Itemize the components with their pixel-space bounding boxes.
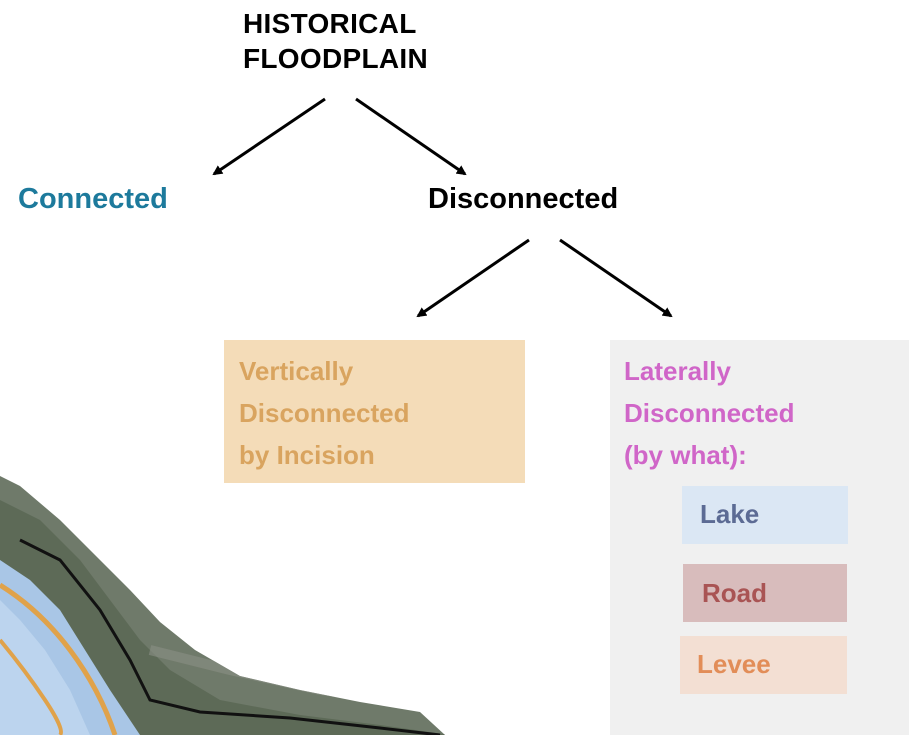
arrow-to-vertical <box>416 238 530 318</box>
node-disconnected: Disconnected <box>428 183 619 215</box>
cause-levee: Levee <box>680 636 847 694</box>
vertical-disconnected-box: Vertically Disconnected by Incision <box>224 340 525 483</box>
root-title: HISTORICAL FLOODPLAIN <box>243 8 428 74</box>
lateral-disconnected-label: Laterally Disconnected (by what): <box>624 356 795 470</box>
cause-road: Road <box>683 564 847 622</box>
vertical-disconnected-label: Vertically Disconnected by Incision <box>239 356 410 470</box>
arrow-to-disconnected <box>355 97 467 176</box>
arrow-to-connected <box>212 97 326 176</box>
lateral-disconnected-box: Laterally Disconnected (by what): Lake R… <box>610 340 909 735</box>
node-connected: Connected <box>18 183 168 215</box>
cause-lake: Lake <box>682 486 848 544</box>
arrow-to-lateral <box>559 238 673 318</box>
